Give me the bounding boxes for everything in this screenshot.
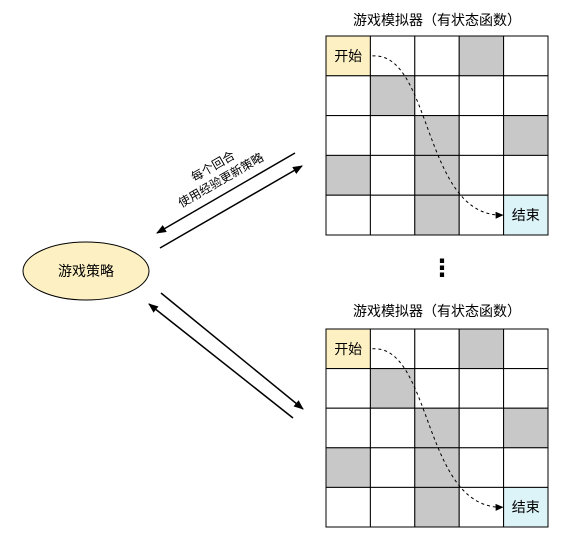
- obstacle-cell: [414, 486, 460, 528]
- end-cell: [503, 194, 549, 236]
- end-label: 结束: [512, 500, 540, 516]
- grid-cell: [458, 75, 505, 117]
- grid-cell: [369, 328, 416, 370]
- grid-cell: [458, 447, 505, 488]
- grid-cell: [414, 35, 460, 77]
- arrow-to-policy-lower: [148, 303, 294, 419]
- agent-path: [372, 55, 504, 219]
- obstacle-cell: [369, 368, 416, 409]
- obstacle-cell: [325, 154, 371, 196]
- grid-cell: [503, 35, 549, 77]
- grid-cell: [414, 328, 460, 370]
- grid-cell: [503, 447, 549, 488]
- grid-cell: [369, 447, 416, 488]
- obstacle-cell: [414, 194, 460, 236]
- grid-cell: [369, 154, 416, 196]
- grid-cell: [458, 368, 505, 409]
- ellipsis-glyph: ⋮: [430, 254, 454, 282]
- policy-node: [22, 241, 150, 301]
- grid-cell: [503, 328, 549, 370]
- obstacle-cell: [414, 115, 460, 156]
- start-label: 开始: [334, 342, 362, 358]
- obstacle-cell: [414, 407, 460, 449]
- arrow-to-policy-upper: [156, 152, 296, 234]
- arrow-to-simulator-lower: [160, 292, 304, 410]
- grid-cell: [503, 75, 549, 117]
- obstacle-cell: [414, 154, 460, 196]
- simulator-title: 游戏模拟器（有状态函数）: [353, 13, 521, 29]
- grid-cell: [369, 407, 416, 449]
- start-cell: [325, 35, 371, 77]
- grid-cell: [325, 368, 371, 409]
- grid-cell: [369, 486, 416, 528]
- obstacle-cell: [458, 35, 505, 77]
- grid-cell: [369, 35, 416, 77]
- grid-cell: [458, 486, 505, 528]
- grid-cell: [369, 194, 416, 236]
- obstacle-cell: [325, 447, 371, 488]
- simulator-title: 游戏模拟器（有状态函数）: [353, 304, 521, 320]
- grid-cell: [503, 368, 549, 409]
- grid-cell: [325, 194, 371, 236]
- grid-cell: [325, 407, 371, 449]
- grid-cell: [458, 154, 505, 196]
- grid-cell: [414, 75, 460, 117]
- grid-cell: [458, 407, 505, 449]
- start-label: 开始: [334, 49, 362, 65]
- end-cell: [503, 486, 549, 528]
- obstacle-cell: [369, 75, 416, 117]
- arrow-to-simulator-upper: [159, 165, 303, 249]
- grid-cell: [458, 115, 505, 156]
- obstacle-cell: [503, 407, 549, 449]
- grid-cell: [414, 368, 460, 409]
- policy-label: 游戏策略: [58, 263, 114, 280]
- grid-cell: [325, 75, 371, 117]
- obstacle-cell: [458, 328, 505, 370]
- agent-path: [372, 348, 504, 511]
- obstacle-cell: [414, 447, 460, 488]
- obstacle-cell: [503, 115, 549, 156]
- end-label: 结束: [512, 208, 540, 224]
- grid-cell: [369, 115, 416, 156]
- grid-cell: [503, 154, 549, 196]
- grid-cell: [325, 115, 371, 156]
- grid-cell: [325, 486, 371, 528]
